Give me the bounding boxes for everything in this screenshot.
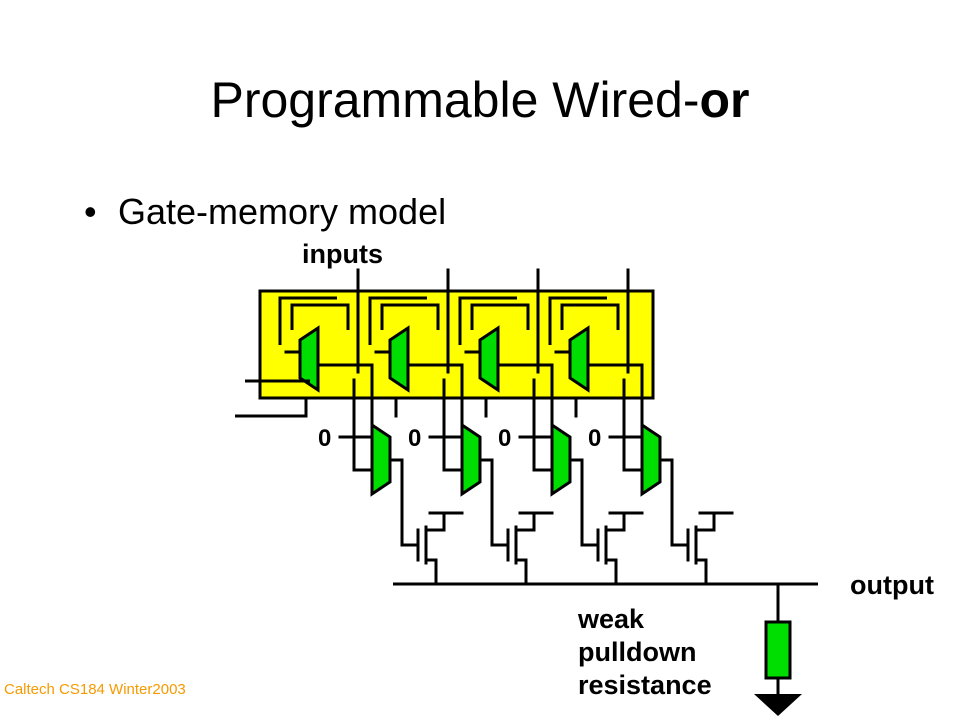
memory-mux	[568, 325, 590, 393]
circuit-columns: 0 0 0 0	[278, 268, 734, 586]
zero-label: 0	[318, 425, 331, 452]
pulldown-label-line-1: weak	[577, 604, 645, 634]
memory-loop	[548, 296, 607, 345]
memory-loop-outer	[470, 303, 530, 330]
inputs-label: inputs	[302, 239, 383, 269]
bullet-text: Gate-memory model	[118, 191, 447, 232]
bullet-dot-icon: •	[84, 191, 97, 232]
title-bold-or: or	[699, 72, 750, 128]
memory-loop	[278, 296, 337, 345]
select-mux	[640, 422, 662, 497]
memory-loop-outer	[560, 303, 620, 330]
memory-loop-outer	[290, 303, 350, 330]
bullet-item: • Gate-memory model	[84, 190, 446, 234]
zero-label: 0	[588, 425, 601, 452]
select-mux	[460, 422, 482, 497]
footer-text: Caltech CS184 Winter2003	[4, 681, 186, 698]
pulldown-label-line-2: pulldown	[578, 637, 696, 667]
memory-mux	[298, 325, 320, 393]
select-mux	[550, 422, 572, 497]
title-text: Programmable Wired-	[210, 72, 700, 128]
zero-label: 0	[498, 425, 511, 452]
memory-loop	[458, 296, 517, 345]
pulldown-label-line-3: resistance	[578, 670, 712, 700]
pulldown-resistor	[764, 620, 792, 680]
memory-loop-outer	[380, 303, 440, 330]
ground-icon	[754, 694, 802, 716]
memory-loop	[368, 296, 427, 345]
zero-label: 0	[408, 425, 421, 452]
memory-mux	[478, 325, 500, 393]
slide-title: Programmable Wired-or	[0, 70, 960, 130]
select-mux	[370, 422, 392, 497]
output-label: output	[850, 570, 934, 600]
memory-mux	[388, 325, 410, 393]
